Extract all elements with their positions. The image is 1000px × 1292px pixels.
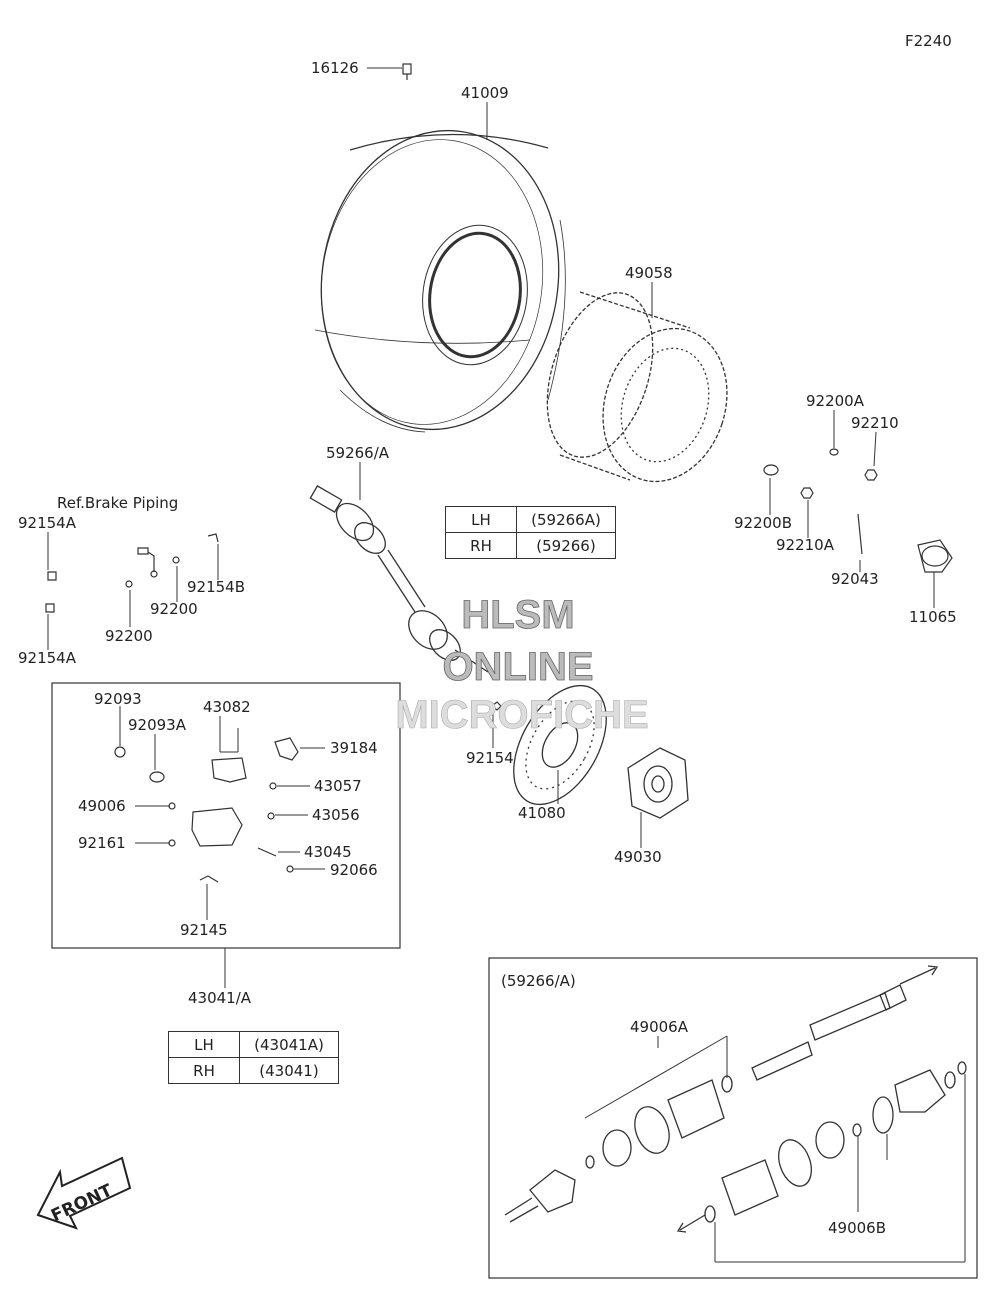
inset-title: (59266/A) xyxy=(501,972,576,990)
table-row: RH (59266) xyxy=(445,532,616,559)
part-label-92154a-upper: 92154A xyxy=(18,514,77,532)
watermark-line-3: MICROFICHE xyxy=(395,693,648,737)
part-cell: (43041A) xyxy=(239,1031,339,1058)
part-label-41080: 41080 xyxy=(518,804,566,822)
part-cell: (43041) xyxy=(239,1057,339,1084)
front-arrow-icon: FRONT xyxy=(36,1156,132,1230)
inset-leader-lines xyxy=(584,1035,966,1263)
part-label-92210a: 92210A xyxy=(776,536,835,554)
part-label-39184: 39184 xyxy=(330,739,378,757)
ref-brake-piping-label: Ref.Brake Piping xyxy=(57,494,178,512)
part-label-43045: 43045 xyxy=(304,843,352,861)
part-cell: (59266A) xyxy=(516,506,616,533)
side-cell: LH xyxy=(445,506,517,533)
part-label-49006: 49006 xyxy=(78,797,126,815)
hardware-right-drawing xyxy=(763,448,953,573)
part-label-92043: 92043 xyxy=(831,570,879,588)
part-label-16126: 16126 xyxy=(311,59,359,77)
tire-drawing xyxy=(314,129,566,433)
side-cell: RH xyxy=(445,532,517,559)
part-label-92093a: 92093A xyxy=(128,716,187,734)
drive-shaft-drawing xyxy=(309,485,489,673)
part-label-43041a: 43041/A xyxy=(188,989,252,1007)
hardware-92154-drawing xyxy=(491,701,502,711)
part-label-92210: 92210 xyxy=(851,414,899,432)
part-label-43056: 43056 xyxy=(312,806,360,824)
part-label-92093: 92093 xyxy=(94,690,142,708)
valve-stem-drawing xyxy=(402,63,412,80)
figure-code: F2240 xyxy=(905,32,952,50)
side-cell: RH xyxy=(168,1057,240,1084)
part-label-49058: 49058 xyxy=(625,264,673,282)
part-label-43082: 43082 xyxy=(203,698,251,716)
caliper-drawing xyxy=(114,737,299,883)
part-label-49030: 49030 xyxy=(614,848,662,866)
table-row: LH (59266A) xyxy=(445,506,616,533)
side-cell: LH xyxy=(168,1031,240,1058)
part-label-92200b: 92200B xyxy=(734,514,792,532)
part-label-49006b: 49006B xyxy=(828,1219,886,1237)
part-label-92200-upper: 92200 xyxy=(150,600,198,618)
part-label-49006a: 49006A xyxy=(630,1018,689,1036)
part-label-92145: 92145 xyxy=(180,921,228,939)
part-label-92161: 92161 xyxy=(78,834,126,852)
watermark: HLSM ONLINE MICROFICHE xyxy=(395,593,649,738)
inset-box xyxy=(488,957,978,1279)
leader-lines xyxy=(47,67,935,988)
part-cell: (59266) xyxy=(516,532,616,559)
part-label-92066: 92066 xyxy=(330,861,378,879)
watermark-line-1: HLSM xyxy=(461,593,574,637)
drive-shaft-side-table: LH (59266A) RH (59266) xyxy=(445,506,616,559)
caliper-kit-box xyxy=(51,682,401,949)
brake-disc-drawing xyxy=(513,684,607,806)
part-label-92200-lower: 92200 xyxy=(105,627,153,645)
part-label-43057: 43057 xyxy=(314,777,362,795)
inset-shaft-drawing xyxy=(504,965,967,1233)
part-label-59266a-top: 59266/A xyxy=(326,444,390,462)
wheel-drawing xyxy=(546,291,728,483)
part-label-11065: 11065 xyxy=(909,608,957,626)
part-label-92200a: 92200A xyxy=(806,392,865,410)
caliper-side-table: LH (43041A) RH (43041) xyxy=(168,1031,339,1084)
part-label-92154b: 92154B xyxy=(187,578,245,596)
table-row: RH (43041) xyxy=(168,1057,339,1084)
brake-piping-hardware-drawing xyxy=(45,533,219,613)
part-label-41009: 41009 xyxy=(461,84,509,102)
table-row: LH (43041A) xyxy=(168,1031,339,1058)
part-label-92154: 92154 xyxy=(466,749,514,767)
part-label-92154a-lower: 92154A xyxy=(18,649,77,667)
hub-drawing xyxy=(627,747,689,819)
watermark-line-2: ONLINE xyxy=(442,645,593,689)
